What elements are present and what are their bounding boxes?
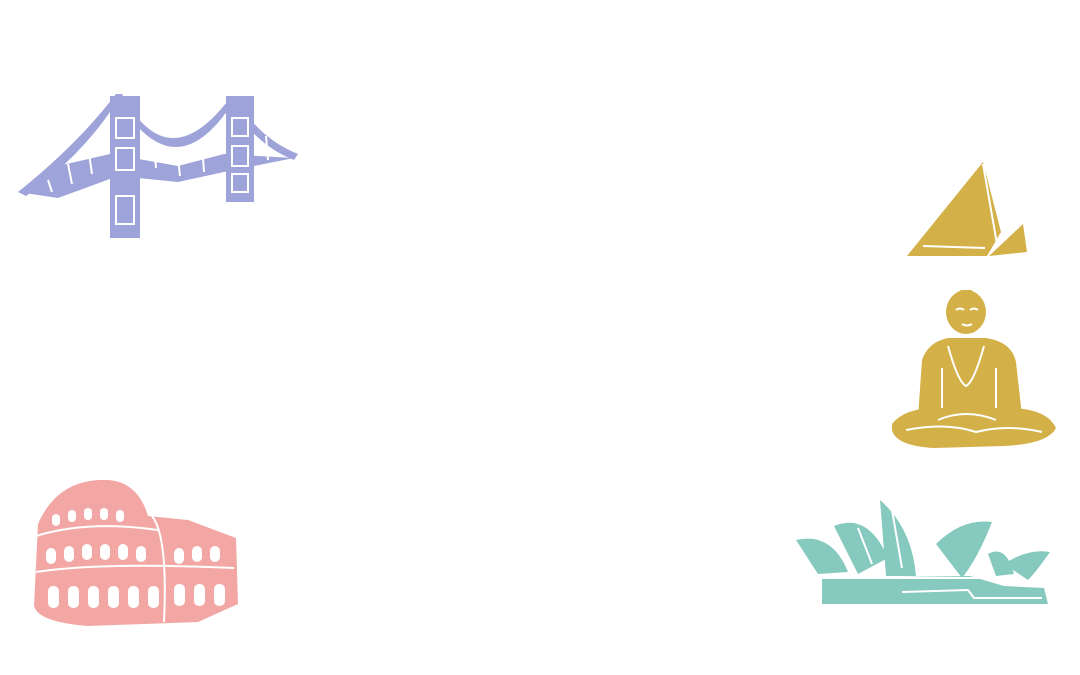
colosseum-icon <box>34 479 238 626</box>
sydney-opera-house-icon <box>796 500 1050 604</box>
golden-gate-bridge-icon <box>18 94 298 238</box>
pyramid-icon <box>907 162 1027 256</box>
seated-buddha-icon <box>892 290 1056 448</box>
